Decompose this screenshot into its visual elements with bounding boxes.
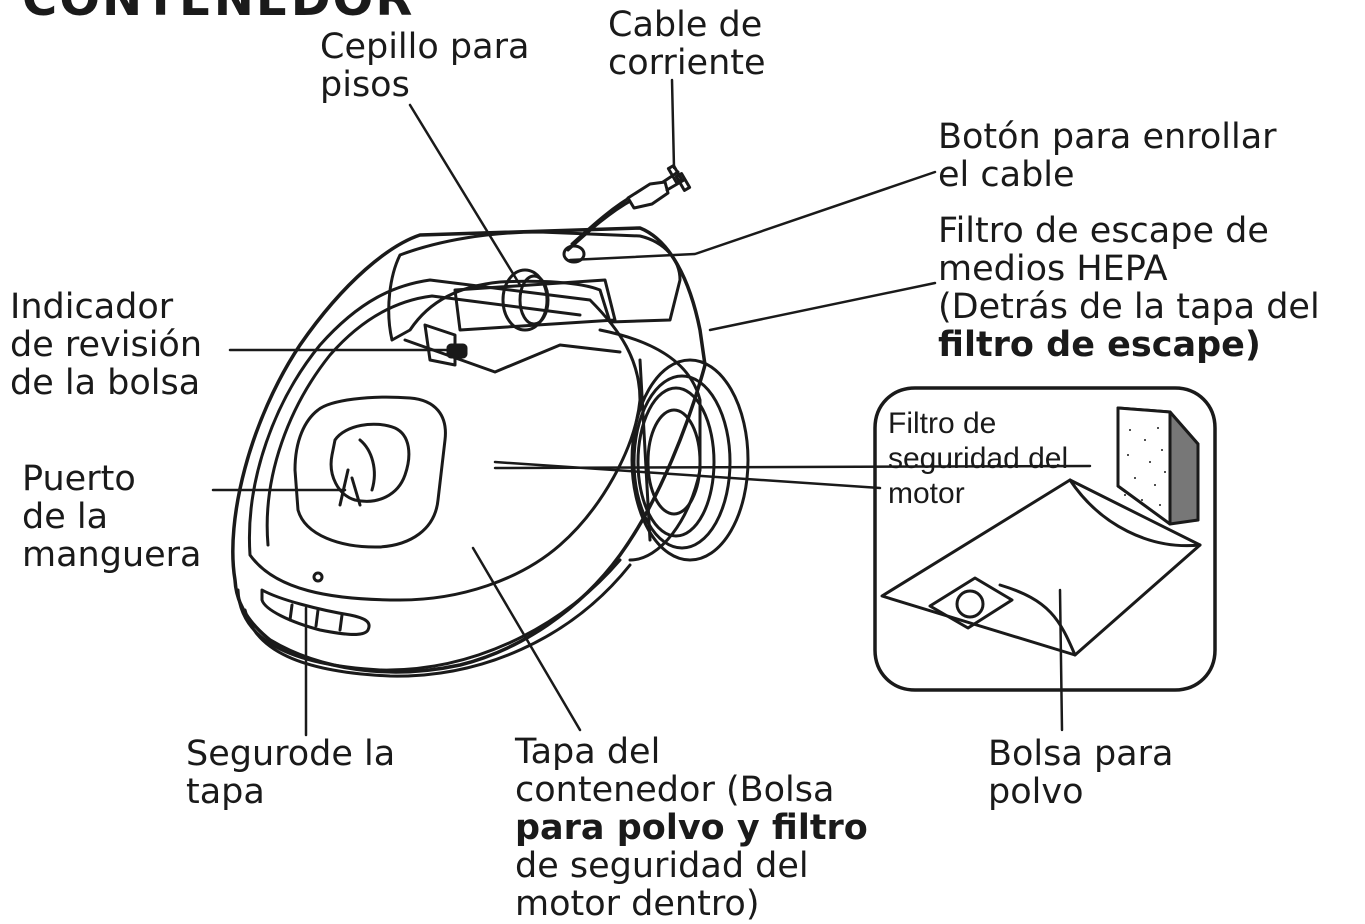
label-power-cord: Cable de corriente xyxy=(608,5,766,83)
power-cord xyxy=(566,164,692,252)
label-cord-rewind-button: Botón para enrollar el cable xyxy=(938,117,1277,195)
vacuum-body xyxy=(231,226,707,678)
inset-box xyxy=(873,386,1217,692)
label-lid-latch: Segurode la tapa xyxy=(186,734,396,812)
filter-dots xyxy=(1124,427,1166,506)
page-title: CONTENEDOR xyxy=(22,0,414,25)
label-hepa-filter: Filtro de escape de medios HEPA (Detrás … xyxy=(938,211,1320,365)
label-floor-brush: Cepillo para pisos xyxy=(320,27,530,105)
label-motor-safety-filter: Filtro de seguridad del motor xyxy=(888,407,1069,510)
label-dust-bag: Bolsa para polvo xyxy=(988,734,1174,812)
label-hose-port: Puerto de la manguera xyxy=(22,459,202,575)
wheel xyxy=(630,358,750,562)
label-bag-indicator: Indicador de revisión de la bolsa xyxy=(10,287,203,403)
label-container-lid: Tapa del contenedor (Bolsa para polvo y … xyxy=(515,732,868,924)
leader-lines xyxy=(211,78,1092,737)
